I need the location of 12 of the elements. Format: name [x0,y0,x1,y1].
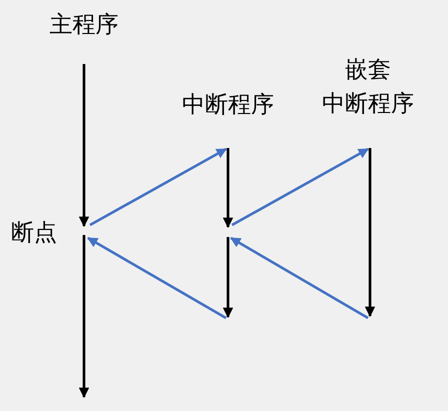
arrow [222,148,234,228]
arrow [231,148,369,226]
arrow [87,236,227,320]
node-label: 中断程序 [321,90,415,119]
arrow [78,235,90,398]
node-label: 主程序 [48,11,120,40]
arrow [89,148,227,226]
node-label: 嵌套 [344,56,392,85]
node-label: 断点 [10,219,58,248]
node-label: 中断程序 [181,91,275,120]
arrow [78,64,90,228]
arrow [364,148,376,318]
